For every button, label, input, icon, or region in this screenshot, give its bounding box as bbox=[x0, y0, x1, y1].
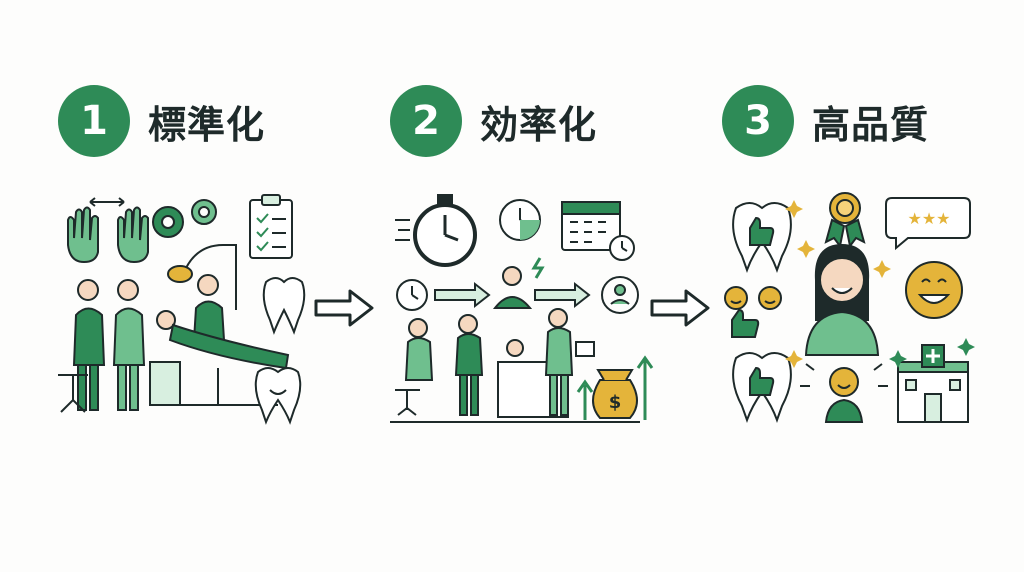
clock-icon bbox=[396, 279, 428, 311]
svg-text:★★★: ★★★ bbox=[907, 209, 950, 228]
workflow-arrow-icon bbox=[434, 281, 591, 309]
step-header: 1 標準化 bbox=[58, 85, 265, 157]
efficiency-illustration: $ bbox=[390, 190, 690, 430]
star-rating-bubble-icon: ★★★ bbox=[885, 197, 971, 251]
dental-team-icon bbox=[72, 274, 290, 411]
staff-icon bbox=[492, 257, 545, 309]
standardization-illustration bbox=[58, 190, 358, 430]
money-bag-icon: $ bbox=[592, 369, 638, 419]
calendar-icon bbox=[561, 201, 635, 261]
dental-stool-icon bbox=[58, 374, 88, 413]
tooth-thumbs-up-icon bbox=[732, 200, 803, 273]
smiling-person-icon bbox=[800, 363, 888, 423]
step-title: 高品質 bbox=[812, 102, 930, 147]
gears-icon bbox=[152, 199, 217, 238]
step-number-badge: 1 bbox=[58, 85, 130, 157]
step-high-quality: 3 高品質 ★★★ bbox=[722, 0, 1022, 572]
smiling-tooth-icon bbox=[254, 367, 302, 425]
award-medal-icon bbox=[824, 192, 866, 249]
reception-desk-icon bbox=[390, 308, 640, 423]
smiley-face-icon bbox=[905, 261, 963, 319]
clinic-building-icon bbox=[889, 338, 975, 423]
refresh-person-icon bbox=[601, 276, 639, 314]
hands-icon bbox=[67, 197, 149, 264]
dental-lamp-icon bbox=[167, 244, 237, 310]
step-standardization: 1 標準化 bbox=[58, 0, 358, 572]
svg-text:$: $ bbox=[609, 392, 622, 413]
stopwatch-icon bbox=[395, 194, 477, 267]
step-title: 標準化 bbox=[148, 102, 266, 147]
tooth-icon bbox=[262, 277, 306, 335]
flow-arrow-icon bbox=[314, 288, 374, 328]
happy-patient-icon bbox=[797, 240, 891, 356]
small-smiley-icons bbox=[724, 286, 782, 310]
checklist-icon bbox=[249, 194, 293, 259]
thumbs-up-icon bbox=[731, 308, 760, 338]
step-header: 3 高品質 bbox=[722, 85, 929, 157]
step-number-badge: 3 bbox=[722, 85, 794, 157]
tooth-thumbs-up-icon bbox=[732, 350, 803, 423]
growth-arrows-icon bbox=[576, 355, 654, 420]
high-quality-illustration: ★★★ bbox=[722, 190, 1022, 430]
step-efficiency: 2 効率化 bbox=[390, 0, 690, 572]
step-title: 効率化 bbox=[480, 102, 598, 147]
step-header: 2 効率化 bbox=[390, 85, 597, 157]
flow-arrow-icon bbox=[650, 288, 710, 328]
clock-refresh-icon bbox=[499, 199, 541, 241]
step-number-badge: 2 bbox=[390, 85, 462, 157]
